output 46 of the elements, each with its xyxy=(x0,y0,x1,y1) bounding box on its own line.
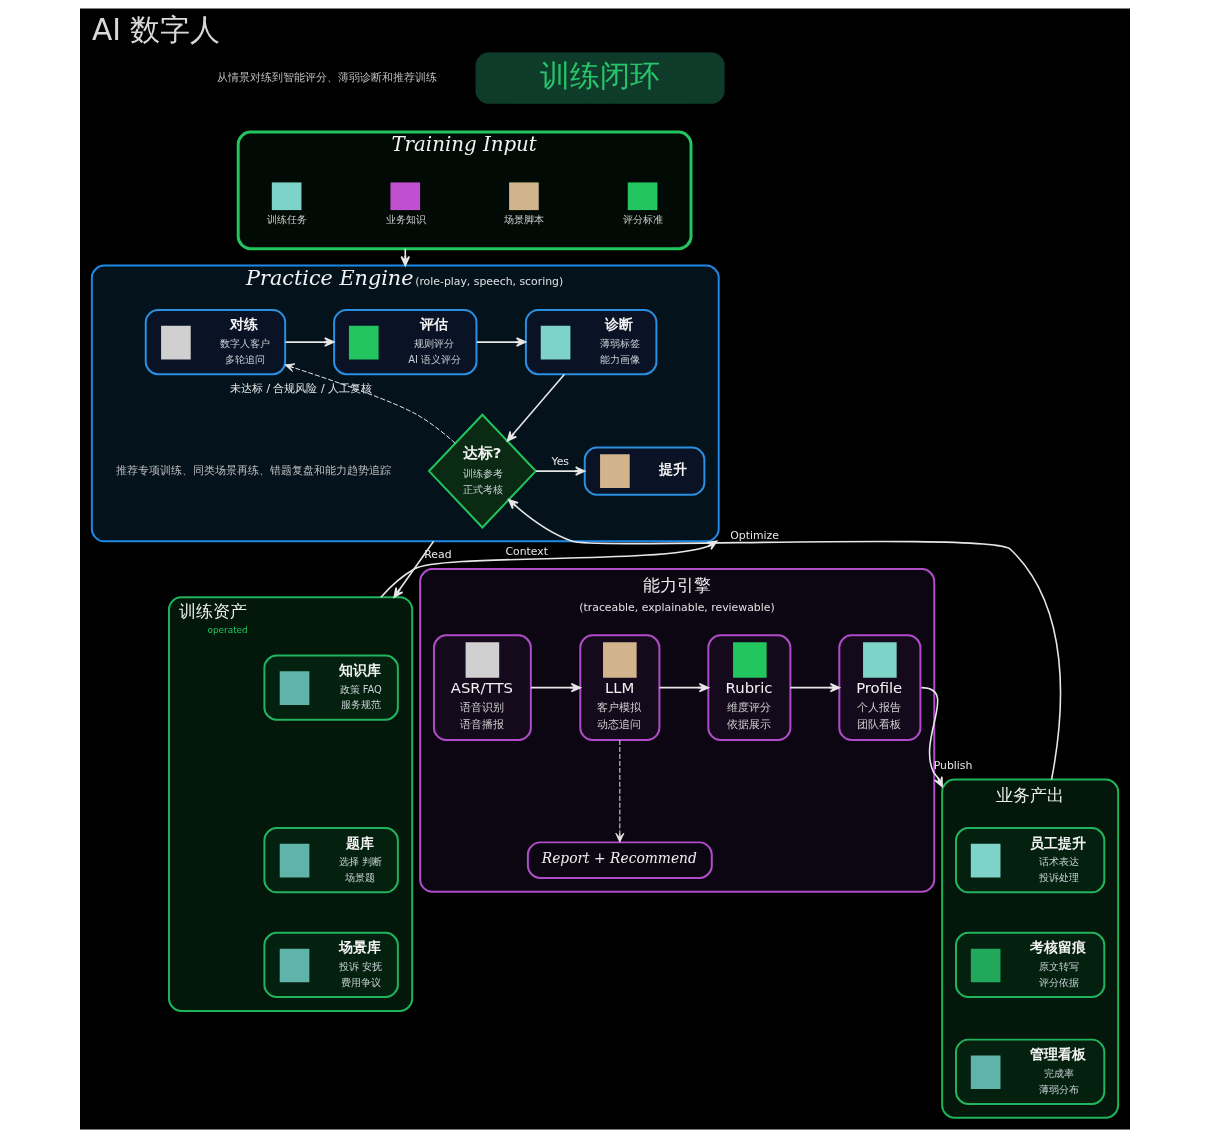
node-label: 训练任务 xyxy=(266,213,307,225)
node-box: 对练 数字人客户 多轮追问 xyxy=(144,308,287,376)
node-box xyxy=(509,182,539,211)
node-box: ASR/TTS 语音识别 语音播报 xyxy=(432,634,532,742)
node-box: 员工提升 话术表达 投诉处理 xyxy=(955,827,1106,894)
arrow xyxy=(284,337,335,347)
edge-label: Context xyxy=(505,545,548,559)
node-box: 训练闭环 xyxy=(475,52,725,104)
arrow xyxy=(400,247,411,267)
node-box: Profile 个人报告 团队看板 xyxy=(838,634,922,742)
arrow xyxy=(506,373,566,442)
arrow xyxy=(615,739,625,843)
arrow xyxy=(789,682,841,693)
edge-label: Read xyxy=(424,547,452,561)
node-box: 考核留痕 原文转写 评分依据 xyxy=(955,931,1106,999)
arrow xyxy=(530,682,582,693)
node-box: 题库 选择 判断 场景题 xyxy=(263,827,399,894)
node-label: 评分标准 xyxy=(622,213,663,225)
node-box xyxy=(390,182,421,211)
diagram-title: AI 数字人 xyxy=(91,12,221,48)
node-box: 提升 xyxy=(583,446,706,496)
arrow xyxy=(507,498,1062,781)
edge-label: Yes xyxy=(551,454,570,468)
arrow xyxy=(393,540,435,598)
arrow xyxy=(658,682,710,693)
edge-label: 未达标 / 合规风险 / 人工复核 xyxy=(229,382,373,396)
node-box: Report + Recommend xyxy=(526,841,713,879)
node-label: 业务知识 xyxy=(385,213,426,225)
arrow xyxy=(535,466,586,476)
node-box xyxy=(627,182,658,211)
node-box: 管理看板 完成率 薄弱分布 xyxy=(955,1038,1106,1105)
node-box: 知识库 政策 FAQ 服务规范 xyxy=(263,654,399,721)
arrow xyxy=(476,337,527,347)
node-box: 评估 规则评分 AI 语义评分 xyxy=(333,308,478,376)
arrow xyxy=(920,686,943,788)
arrow xyxy=(284,363,456,444)
node-box: 场景库 投诉 安抚 费用争议 xyxy=(263,931,399,999)
label: 从情景对练到智能评分、薄弱诊断和推荐训练 xyxy=(217,70,438,84)
node-box xyxy=(271,182,302,211)
edge-label: Optimize xyxy=(730,528,779,542)
node-box: Rubric 维度评分 依据展示 xyxy=(707,634,792,742)
node-diamond: 达标? 训练参考 正式考核 xyxy=(427,413,538,529)
label: 推荐专项训练、同类场景再练、错题复盘和能力趋势追踪 xyxy=(115,463,391,477)
node-label: 场景脚本 xyxy=(504,213,545,225)
node-box: 诊断 薄弱标签 能力画像 xyxy=(524,308,658,376)
node-box: LLM 客户模拟 动态追问 xyxy=(579,634,661,742)
